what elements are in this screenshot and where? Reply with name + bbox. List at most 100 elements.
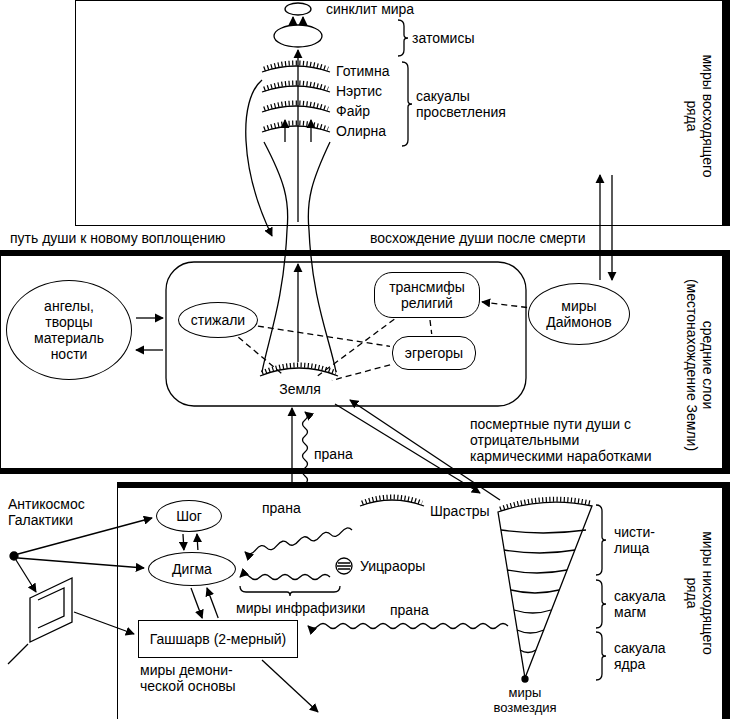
angel-arrow [136,317,163,318]
angel-oval: ангелы, творцы материаль ности [6,280,132,380]
annotation-label: сакуала ядра [614,640,676,672]
antikosmos-dot [10,552,18,560]
hatching [264,83,328,89]
stizhali-oval: стижали [178,302,258,338]
node-text: Земля [279,381,321,397]
portal-line [8,644,28,664]
dashed-connector [258,326,390,346]
cone-band [504,550,575,553]
cone-band [514,610,551,613]
annotation-label: сакуалы просветления [416,88,516,120]
annotation-label: миры демони- ческой основы [140,662,240,694]
hatching [500,499,590,509]
retribution-cone [498,502,592,678]
funnel-line [262,142,288,372]
hatching [264,123,328,129]
daimon-arrow [611,175,612,280]
dashed-connector [482,302,527,308]
ascent-arrow [297,264,298,362]
cone-band [511,590,559,593]
annotation-label: Антикосмос Галактики [8,496,100,528]
ascent-arrow [284,120,285,142]
world-band: средние слои (местонахождение Земли)анге… [0,250,730,474]
brace [596,580,606,628]
node-text: Гашшарв (2-мерный) [150,631,287,647]
annotation-label: миры инфрафизики [236,600,365,616]
portal-symbol [30,578,72,642]
prana-wave [240,575,330,580]
brace [402,62,412,146]
earth-node: Земля [270,377,330,401]
annotation-label: Файр [336,103,370,119]
gashsharv-box: Гашшарв (2-мерный) [138,620,298,658]
annotation-label: Готимна [336,63,390,79]
apex-dot [522,676,528,682]
zatomis-ellipse [274,25,322,47]
annotation-label: Нэртис [336,83,382,99]
dashed-connector [238,337,284,376]
arrow-connector [196,534,198,550]
ascent-arrow [310,120,311,142]
egregor-box: эгрегоры [392,336,476,370]
prana-wave [245,528,352,554]
annotation-label: прана [262,500,301,516]
middle-region [166,262,526,406]
ascent-arrow [302,17,303,26]
node-text: эгрегоры [405,345,463,361]
transmyth-box: трансмифы религий [374,272,480,318]
brace [240,586,340,596]
dashed-connector [430,320,432,334]
band-title: миры восходящего ряда [684,51,716,181]
node-text: Шог [176,508,202,524]
digma-oval: Дигма [148,552,236,586]
shog-oval: Шог [156,500,222,532]
brace [596,632,606,680]
uitsraor-circle [336,558,352,574]
node-text: миры Даймонов [543,298,615,330]
zatomis-ellipse [285,3,311,15]
annotation-label: затомисы [412,30,474,46]
ascent-arrow [297,50,298,222]
prana-wave [308,624,508,629]
arrow-connector [191,588,202,618]
ascent-arrow [292,17,293,26]
daimon-oval: миры Даймонов [528,283,630,345]
cone-band [507,570,567,573]
antikosmos-arrow [18,558,144,568]
annotation-label: чисти- лища [614,524,664,556]
hatching [264,63,328,69]
dashed-connector [318,319,395,376]
annotation-label: восхождение души после смерти [370,230,586,246]
annotation-label: прана [390,602,429,618]
cone-band [520,650,536,653]
annotation-label: синклит мира [326,1,414,17]
annotation-label: Уицраоры [360,558,425,574]
node-text: ангелы, творцы материаль ности [29,298,109,362]
portal-symbol [38,588,64,628]
brace [596,505,606,575]
cone-band [517,630,544,633]
annotation-label: миры возмездия [485,685,565,715]
node-text: трансмифы религий [380,279,474,311]
angel-arrow [136,349,163,350]
annotation-label: Олирна [336,123,386,139]
dashed-connector [332,365,390,381]
arrow-connector [182,534,184,550]
hatching [264,103,328,109]
arrow-connector [207,588,218,618]
annotation-label: путь души к новому воплощению [10,230,226,246]
hatching [337,563,351,569]
brace [398,20,408,56]
band-title: миры нисходящего ряда [684,518,716,668]
annotation-label: Шрастры [430,503,490,519]
daimon-arrow [599,175,600,280]
world-band: миры восходящего ряда [75,0,730,226]
annotation-label: посмертные пути души с отрицательными ка… [470,416,660,464]
annotation-label: сакуала магм [614,588,676,620]
karmic-path [335,404,480,493]
node-text: стижали [191,312,245,328]
descent-arrow [246,80,272,236]
annotation-label: прана [314,446,353,462]
cone-band [501,530,586,533]
portal-arrow [74,612,134,634]
